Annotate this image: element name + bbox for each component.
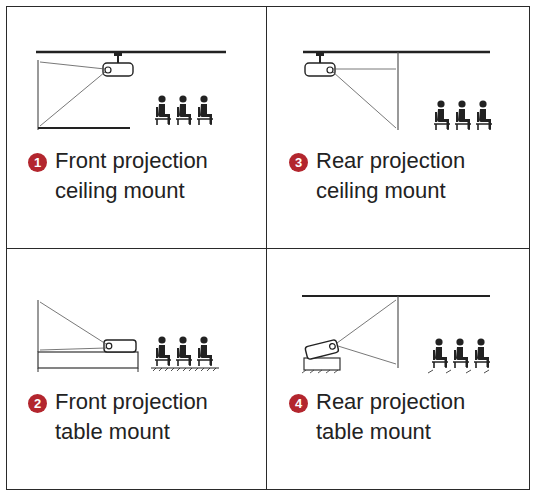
mount-caption: Rear projection ceiling mount [316,146,506,206]
front-ceiling-illustration [36,52,226,130]
callout-number-text: 4 [295,396,302,411]
mount-panel: Rear projection table mount 4 [266,248,530,490]
rear-ceiling-illustration [303,52,492,130]
mount-caption: Rear projection table mount [316,387,506,447]
rear-table-illustration [302,296,490,373]
front-table-illustration [38,300,219,372]
mount-caption: Front projection table mount [55,387,245,447]
mount-panel: Rear projection ceiling mount 3 [266,6,530,249]
callout-number-text: 1 [34,155,41,170]
callout-number-text: 3 [295,155,302,170]
mount-caption: Front projection ceiling mount [55,146,245,206]
mount-panel: Front projection ceiling mount 1 [6,6,267,249]
callout-number: 4 [289,394,308,413]
callout-number: 3 [289,153,308,172]
callout-number-text: 2 [34,396,41,411]
mount-panel: Front projection table mount 2 [6,248,267,490]
callout-number: 1 [28,153,47,172]
callout-number: 2 [28,394,47,413]
